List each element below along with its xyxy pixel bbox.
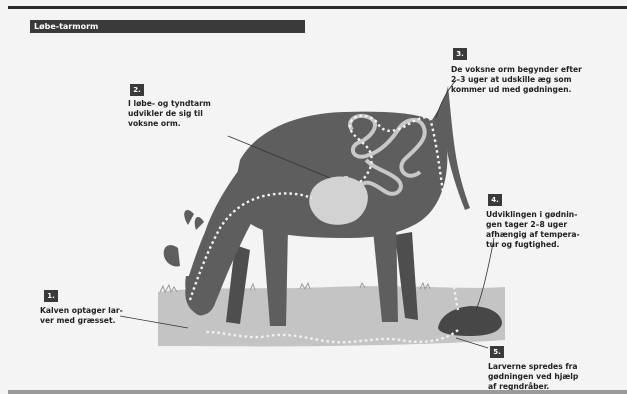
step-1-number: 1. <box>44 290 58 302</box>
bottom-rule <box>8 390 627 394</box>
step-3-text: De voksne orm begynder efter 2–3 uger at… <box>451 65 582 95</box>
step-2-text: I løbe- og tyndtarm udvikler de sig til … <box>128 99 211 129</box>
step-1-text: Kalven optager lar- ver med græsset. <box>40 306 123 326</box>
step-5-number: 5. <box>490 346 504 358</box>
step-2-number: 2. <box>130 84 144 96</box>
step-4-number: 4. <box>488 194 502 206</box>
step-4-text: Udviklingen i gødnin- gen tager 2–8 uger… <box>486 210 580 250</box>
step-5-text: Larverne spredes fra gødningen ved hjælp… <box>488 362 578 392</box>
step-3-number: 3. <box>453 48 467 60</box>
